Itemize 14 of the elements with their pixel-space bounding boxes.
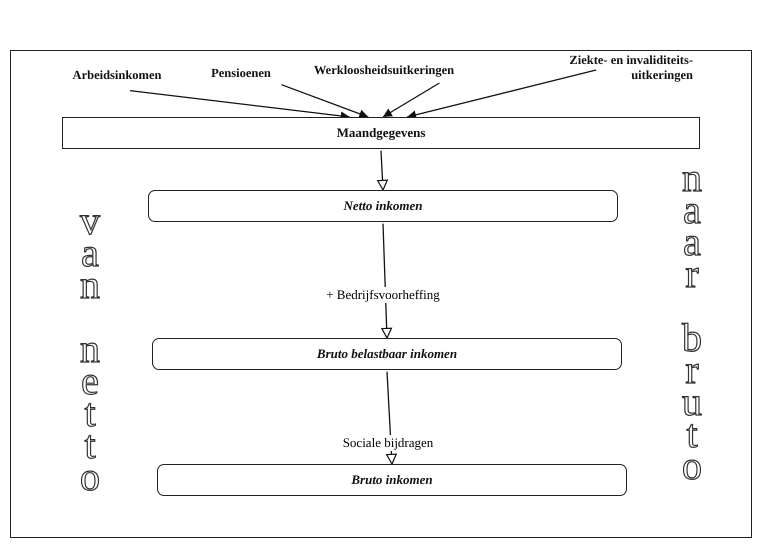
- source-label: Werkloosheidsuitkeringen: [300, 57, 468, 83]
- arrow: [281, 84, 368, 118]
- data-bar: Maandgegevens: [62, 117, 700, 149]
- vertical-outline-text: van netto: [78, 205, 102, 493]
- arrow: [382, 82, 440, 118]
- source-label: Pensioenen: [196, 60, 286, 86]
- income-box: Bruto inkomen: [157, 464, 627, 496]
- arrow: [407, 69, 596, 120]
- hollow-arrow: [377, 150, 388, 191]
- source-label: Arbeidsinkomen: [52, 62, 182, 88]
- income-box: Bruto belastbaar inkomen: [152, 338, 622, 370]
- source-label: Ziekte- en invaliditeits- uitkeringen: [523, 48, 693, 88]
- vertical-outline-text: naar bruto: [680, 162, 703, 482]
- income-box: Netto inkomen: [148, 190, 618, 222]
